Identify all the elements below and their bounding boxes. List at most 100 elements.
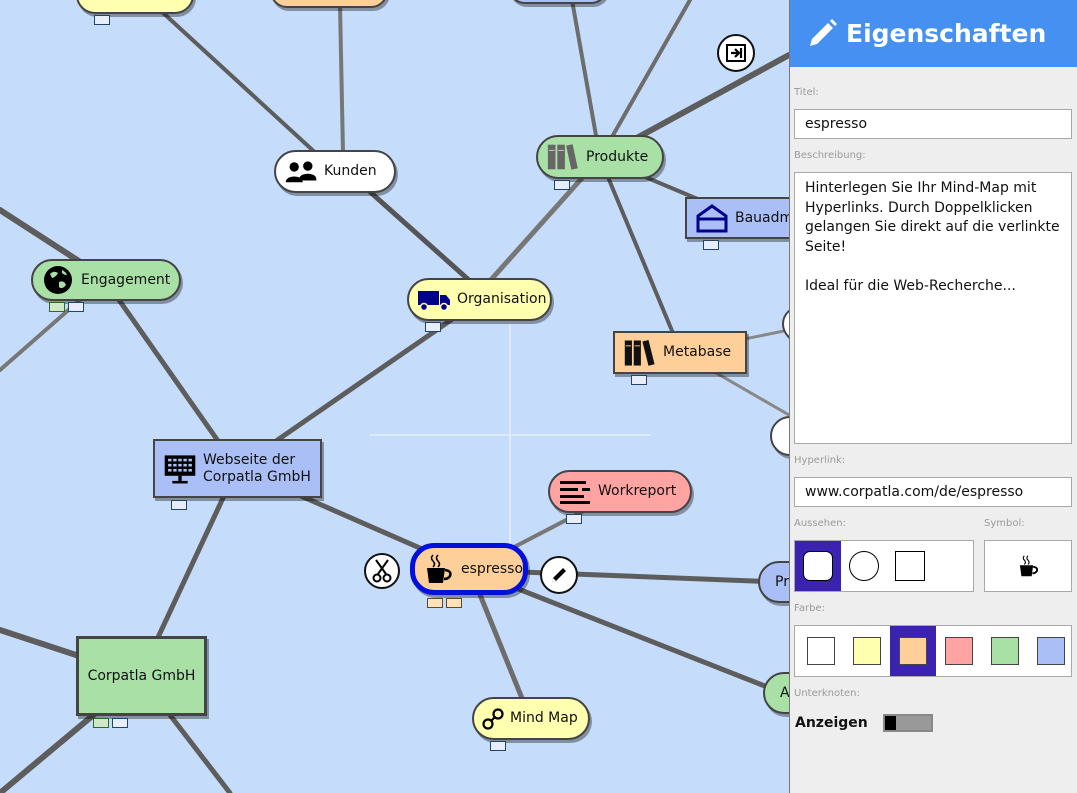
house-icon — [695, 204, 729, 233]
description-label: Beschreibung: — [794, 150, 866, 161]
hyperlink-badge-icon[interactable] — [425, 322, 441, 332]
properties-panel: Eigenschaften Titel: espresso Beschreibu… — [789, 0, 1077, 793]
description-value: Hinterlegen Sie Ihr Mind-Map mit Hyperli… — [805, 180, 1060, 294]
node-badges — [490, 741, 506, 751]
hyperlink-badge-icon[interactable] — [490, 741, 506, 751]
toggle-knob — [885, 716, 896, 730]
shape-selector — [794, 540, 974, 592]
edge — [477, 155, 603, 295]
lines-icon — [558, 478, 592, 506]
node-badges — [425, 322, 441, 332]
mindmap-canvas[interactable]: Kunden Produkte Bauadm Engagement Organi… — [0, 0, 789, 793]
hyperlink-input[interactable]: www.corpatla.com/de/espresso — [794, 477, 1072, 507]
node-label: Organisation — [457, 291, 547, 307]
color-selector — [794, 625, 1072, 677]
shape-option-rounded[interactable] — [795, 541, 841, 591]
description-badge-icon[interactable] — [427, 598, 443, 608]
node-engagement[interactable]: Engagement — [31, 259, 181, 301]
shape-option-circle[interactable] — [841, 541, 887, 591]
node-metabase[interactable]: Metabase — [613, 331, 747, 374]
hyperlink-badge-icon[interactable] — [68, 302, 84, 312]
node-partial-top-left[interactable] — [76, 0, 194, 14]
hyperlink-badge-icon[interactable] — [446, 598, 462, 608]
description-badge-icon[interactable] — [93, 718, 109, 728]
pencil-icon — [806, 18, 838, 50]
truck-icon — [417, 286, 451, 314]
node-kunden[interactable]: Kunden — [274, 150, 396, 193]
description-badge-icon[interactable] — [49, 302, 65, 312]
edge — [102, 277, 240, 471]
hyperlink-badge-icon[interactable] — [703, 240, 719, 250]
symbol-selector[interactable] — [984, 540, 1072, 592]
hyperlink-label: Hyperlink: — [794, 455, 846, 466]
scissors-icon — [372, 559, 392, 583]
share-icon — [482, 705, 504, 733]
hyperlink-badge-icon[interactable] — [171, 500, 187, 510]
edge — [570, 0, 602, 160]
monitor-icon — [163, 454, 197, 483]
node-organisation[interactable]: Organisation — [407, 278, 552, 321]
edges-layer — [0, 0, 789, 793]
hyperlink-badge-icon[interactable] — [554, 180, 570, 190]
globe-icon — [41, 266, 75, 294]
books-icon — [546, 143, 580, 171]
node-label: Workreport — [598, 483, 677, 499]
node-partial-top-middle[interactable] — [270, 0, 388, 8]
cut-node-button[interactable] — [364, 553, 400, 589]
hyperlink-badge-icon[interactable] — [566, 514, 582, 524]
edge — [338, 3, 345, 155]
appearance-label: Aussehen: — [794, 518, 846, 529]
people-icon — [284, 158, 318, 186]
edit-node-button[interactable] — [540, 556, 578, 594]
color-label: Farbe: — [794, 603, 825, 614]
rounded-rect-shape-icon — [803, 551, 833, 581]
circle-shape-icon — [849, 551, 879, 581]
hyperlink-badge-icon[interactable] — [631, 375, 647, 385]
color-option-red[interactable] — [936, 626, 982, 676]
node-mindmap[interactable]: Mind Map — [472, 697, 590, 740]
hyperlink-badge-icon[interactable] — [112, 718, 128, 728]
color-option-green[interactable] — [982, 626, 1028, 676]
hyperlink-value: www.corpatla.com/de/espresso — [805, 484, 1024, 500]
show-subnodes-toggle[interactable] — [883, 714, 933, 732]
node-label: Pr — [775, 573, 789, 590]
shape-option-rectangle[interactable] — [887, 541, 933, 591]
node-badges — [703, 240, 719, 250]
symbol-label: Symbol: — [984, 518, 1025, 529]
node-workreport[interactable]: Workreport — [548, 470, 692, 513]
color-option-orange[interactable] — [890, 626, 936, 676]
description-textarea[interactable]: Hinterlegen Sie Ihr Mind-Map mit Hyperli… — [794, 172, 1072, 444]
node-badges — [566, 514, 582, 524]
node-pr[interactable]: Pr — [758, 561, 789, 603]
color-option-blue[interactable] — [1028, 626, 1074, 676]
node-badges — [94, 15, 110, 25]
node-label: Kunden — [324, 163, 377, 179]
panel-title: Eigenschaften — [846, 19, 1047, 48]
pencil-icon — [552, 568, 566, 582]
edge — [598, 0, 692, 160]
node-partial-top-right[interactable] — [508, 0, 608, 4]
edge — [365, 187, 483, 293]
node-label: Metabase — [663, 344, 732, 360]
title-label: Titel: — [794, 87, 819, 98]
node-badges — [631, 375, 647, 385]
node-produkte[interactable]: Produkte — [536, 135, 664, 179]
color-option-yellow[interactable] — [844, 626, 890, 676]
node-espresso[interactable]: espresso — [410, 543, 528, 595]
collapse-panel-button[interactable] — [717, 34, 755, 72]
node-label: Corpatla GmbH — [87, 667, 196, 684]
node-webseite[interactable]: Webseite der Corpatla GmbH — [153, 439, 322, 498]
coffee-icon — [1019, 555, 1039, 577]
hyperlink-badge-icon[interactable] — [94, 15, 110, 25]
subnodes-label: Unterknoten: — [794, 688, 860, 699]
title-input[interactable]: espresso — [794, 109, 1072, 139]
node-corpatla[interactable]: Corpatla GmbH — [76, 636, 207, 716]
panel-header: Eigenschaften — [790, 0, 1077, 67]
coffee-icon — [421, 554, 455, 583]
color-option-white[interactable] — [798, 626, 844, 676]
node-label: Bauadm — [735, 209, 789, 226]
collapse-panel-icon — [726, 44, 746, 62]
node-label: Mind Map — [510, 710, 578, 726]
node-bauadm[interactable]: Bauadm — [685, 197, 789, 239]
node-label: Engagement — [81, 271, 171, 288]
